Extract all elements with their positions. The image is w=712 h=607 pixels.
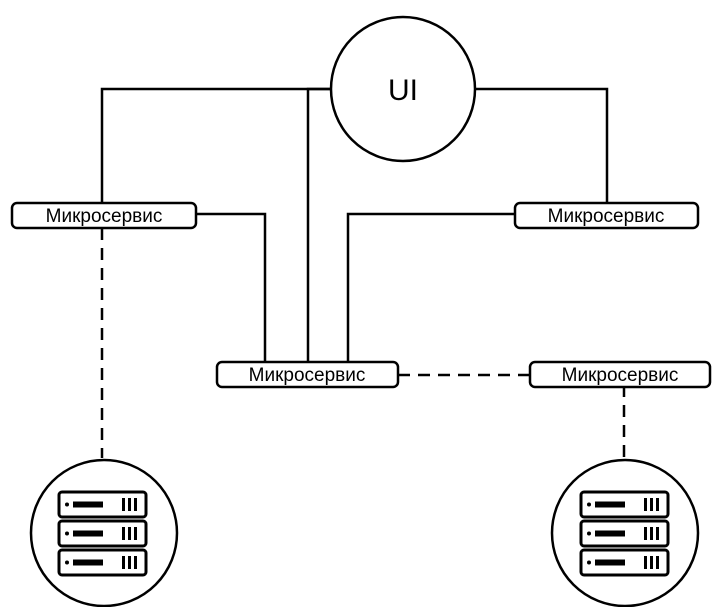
- dashed-connectors: [100, 228, 626, 458]
- microservice-right: Микросервис: [513, 201, 700, 230]
- connector-ui-to-center-microservice: [306, 87, 336, 362]
- ui-node: UI: [329, 15, 477, 163]
- ui-label: UI: [388, 74, 418, 107]
- microservice-box: [10, 201, 198, 230]
- ui-circle: [329, 15, 477, 163]
- microservice-box: [513, 201, 700, 230]
- connector-right-to-center-microservice: [346, 212, 515, 362]
- server-rack-icon: [57, 490, 148, 577]
- server-rack-icon: [579, 490, 670, 577]
- microservice-center: Микросервис: [215, 360, 400, 389]
- connector-ui-to-right-microservice: [470, 87, 609, 205]
- microservice-label: Микросервис: [562, 365, 679, 386]
- microservice-box: [215, 360, 400, 389]
- microservice-far-right: Микросервис: [528, 360, 712, 389]
- microservice-box: [528, 360, 712, 389]
- microservice-left: Микросервис: [10, 201, 198, 230]
- connector-left-to-center-microservice: [196, 212, 267, 362]
- database-right: [550, 458, 700, 607]
- microservice-label: Микросервис: [548, 206, 665, 227]
- connector-ui-to-left-microservice: [100, 87, 336, 205]
- microservice-label: Микросервис: [46, 206, 163, 227]
- microservice-label: Микросервис: [249, 365, 366, 386]
- solid-connectors: [100, 87, 609, 362]
- database-left: [29, 458, 179, 607]
